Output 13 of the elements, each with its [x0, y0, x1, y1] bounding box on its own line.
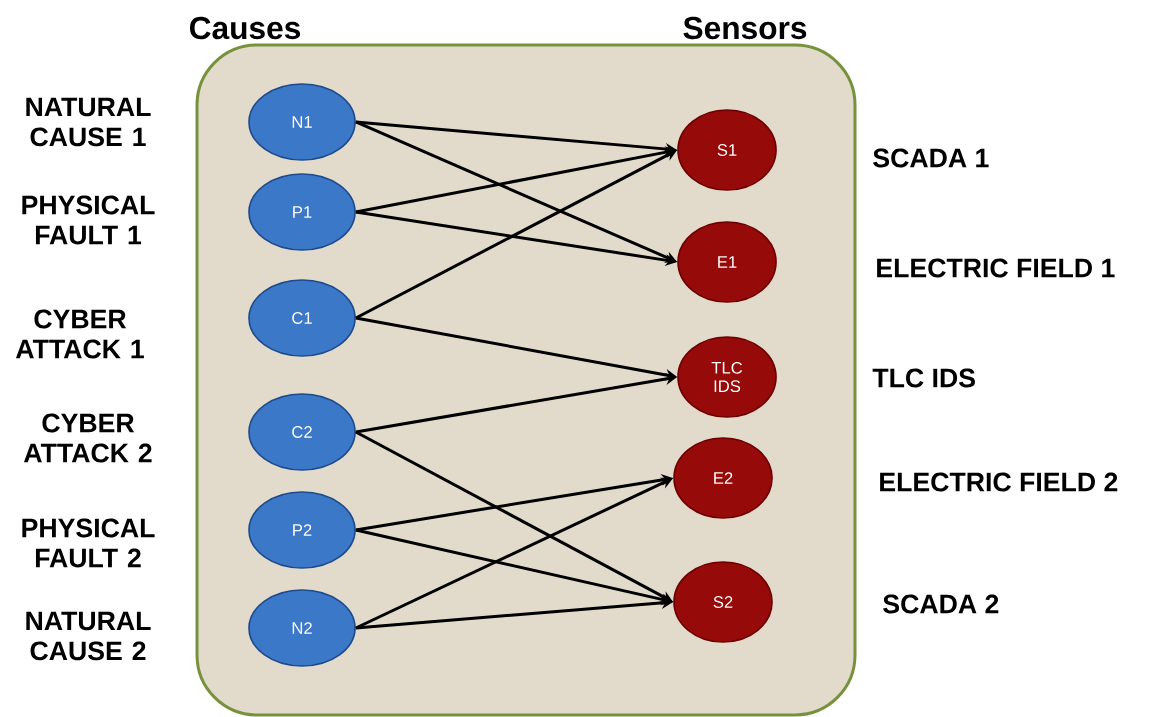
- cause-label: NATURAL CAUSE 1: [26, 97, 151, 147]
- column-heading: Sensors: [683, 16, 807, 40]
- sensor-label: SCADA 1: [873, 148, 989, 168]
- cause-label: PHYSICAL FAULT 1: [22, 195, 155, 245]
- cause-label: PHYSICAL FAULT 2: [22, 518, 155, 568]
- sensor-label: SCADA 2: [883, 594, 999, 614]
- sensor-label: ELECTRIC FIELD 1: [877, 258, 1115, 278]
- cause-label: CYBER ATTACK 2: [24, 413, 152, 463]
- sensor-label: TLC IDS: [872, 368, 975, 388]
- sensor-label: ELECTRIC FIELD 2: [880, 472, 1118, 492]
- cause-label: CYBER ATTACK 1: [16, 309, 144, 359]
- column-heading: Causes: [190, 16, 300, 40]
- cause-label: NATURAL CAUSE 2: [26, 611, 151, 661]
